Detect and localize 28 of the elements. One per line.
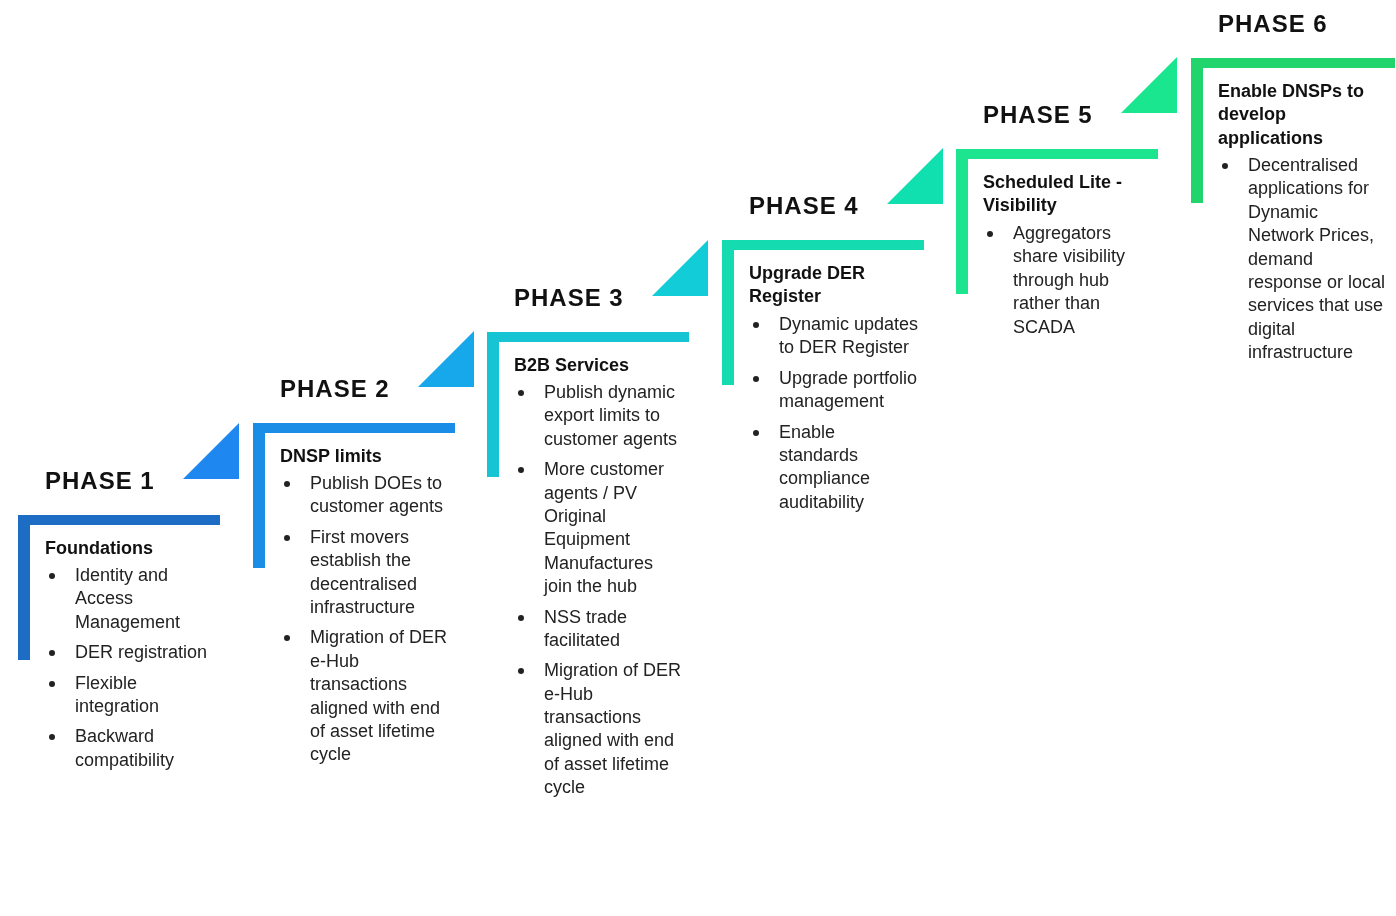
bullet-text: Aggregators share visibility through hub rather than SCADA: [1013, 223, 1126, 337]
bullet-text: Decentralised applications for Dynamic Network Prices, demand response or local services that use digital infrastructure: [1248, 155, 1386, 363]
step-title: Enable DNSPs to develop applications: [1218, 80, 1366, 150]
phase-heading: PHASE 3: [514, 284, 624, 312]
step-title: DNSP limits: [280, 445, 383, 468]
bullet-text: Migration of DER e-Hub transactions aligned with end of asset lifetime cycle: [544, 660, 682, 798]
phase-heading: PHASE 1: [45, 467, 155, 495]
bullet-text: Enable standards compliance auditability: [779, 421, 871, 512]
bullet-text: Backward compatibility: [75, 726, 175, 770]
phase-heading: PHASE 4: [749, 192, 859, 220]
bullet-text: Publish dynamic export limits to customer agents: [544, 382, 678, 449]
bullet-text: DER registration: [75, 642, 208, 663]
bullet-text: More customer agents / PV Original Equipment Manufactures join the hub: [544, 459, 665, 597]
step-title: Upgrade DER Register: [749, 262, 866, 309]
phase-heading: PHASE 2: [280, 375, 390, 403]
bullet-text: First movers establish the decentralised infrastructure: [310, 526, 418, 617]
bullet-text: Identity and Access Management: [75, 565, 181, 632]
bullet-text: Upgrade portfolio management: [779, 367, 918, 412]
bullet-text: Flexible integration: [75, 672, 160, 716]
step-title: Foundations: [45, 537, 154, 560]
bullet-text: Dynamic updates to DER Register: [779, 314, 919, 358]
phase-heading: PHASE 6: [1218, 10, 1328, 38]
bullet-text: NSS trade facilitated: [544, 606, 628, 650]
step-title: Scheduled Lite - Visibility: [983, 171, 1124, 218]
bullet-text: Publish DOEs to customer agents: [310, 473, 444, 517]
bullet-text: Migration of DER e-Hub transactions aligned with end of asset lifetime cycle: [310, 627, 448, 765]
phase-heading: PHASE 5: [983, 101, 1093, 129]
step-title: B2B Services: [514, 354, 631, 377]
